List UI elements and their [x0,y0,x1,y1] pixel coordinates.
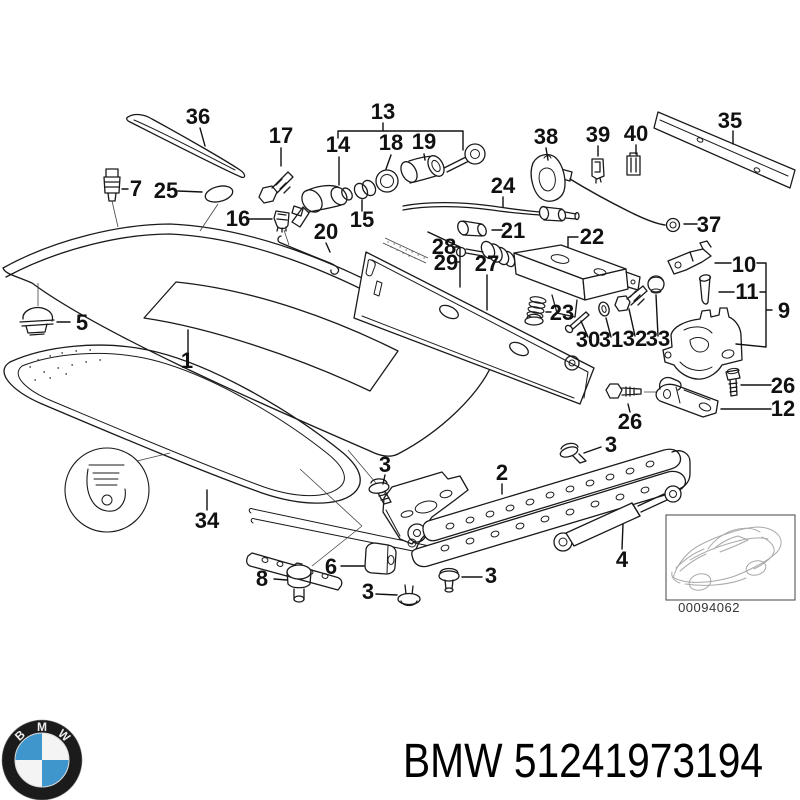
washer-31 [598,301,610,317]
callout-18: 18 [379,130,403,155]
bolt-32 [614,285,648,312]
callout-17: 17 [269,123,293,148]
callout-26-right: 26 [771,373,795,398]
logo-quadrant-blue-tl [15,733,42,760]
callout-39: 39 [586,122,610,147]
callout-26-left: 26 [618,409,642,434]
callout-3-bottom-right: 3 [485,563,497,588]
buffer-6 [364,542,397,575]
seal-detail-magnifier [64,447,171,533]
spring-screw-23 [524,296,547,326]
torsion-bars [248,508,445,558]
trunk-latch-9 [662,307,743,380]
callout-28: 28 [432,234,456,259]
vehicle-inset: 00094062 [665,514,796,615]
clip-39 [591,158,605,184]
plug-21 [457,220,487,237]
grip-handle-38 [530,153,566,202]
callout-24: 24 [491,173,516,198]
callout-5: 5 [76,310,88,335]
callout-33: 33 [646,326,670,351]
part-number-title: BMW 51241973194 [403,735,763,788]
pin-30 [564,311,590,334]
bolt-26-right [725,367,741,397]
bracket-10 [667,240,712,275]
clip-40 [626,152,641,176]
callout-27: 27 [475,251,499,276]
trunk-seal [3,344,361,504]
callout-32: 32 [623,326,647,351]
central-lock-actuator-22 [455,240,641,318]
logo-quadrant-blue-br [42,760,69,787]
trunk-lid-panel [2,223,495,457]
trim-strip-36 [126,113,246,179]
callout-7: 7 [130,176,142,201]
mount-lines [37,200,290,306]
callout-38: 38 [534,124,558,149]
lock-rod-20 [277,235,340,275]
callout-21: 21 [501,218,525,243]
callout-23: 23 [550,300,574,325]
bolt-17 [258,171,294,204]
callout-1: 1 [181,348,193,373]
callout-8: 8 [256,566,268,591]
lock-cylinder-group [291,143,486,228]
gas-strut-4 [553,485,682,552]
screw-3-upper-right [559,442,587,464]
logo-letter-m: M [37,720,47,734]
pin-11 [698,274,712,305]
callout-11: 11 [735,279,758,304]
callout-3-bottom-left: 3 [362,579,374,604]
callouts: 36 17 13 14 18 19 38 39 40 35 7 25 16 15… [76,99,795,604]
callout-36: 36 [186,104,210,129]
inset-frame [665,514,796,601]
callout-30: 30 [576,327,600,352]
callout-13: 13 [371,99,395,124]
callout-4: 4 [616,547,629,572]
callout-20: 20 [314,219,338,244]
callout-37: 37 [697,212,721,237]
callout-29: 29 [434,250,458,275]
bowden-cable-37 [558,168,681,233]
callout-16: 16 [226,206,250,231]
grommet-25 [204,185,234,203]
callout-15: 15 [350,207,374,232]
license-light-bar-35 [653,111,796,189]
buffer-8 [286,562,312,603]
callout-19: 19 [412,129,436,154]
callout-40: 40 [624,121,648,146]
plug-5 [19,306,55,336]
callout-34: 34 [195,508,220,533]
inset-image-code: 00094062 [678,600,740,615]
callout-22: 22 [580,224,604,249]
buffer-plug-7 [103,168,121,202]
callout-35: 35 [718,108,742,133]
bmw-logo: B M W [1,719,83,800]
screw-3-top [368,478,392,505]
callout-25: 25 [154,178,178,203]
callout-3-upper: 3 [605,432,617,457]
screw-3-right [438,567,460,593]
striker-12 [655,376,719,418]
clip-16 [273,210,290,233]
callout-10: 10 [732,252,756,277]
callout-3-mid: 3 [379,452,391,477]
leader-lines [56,122,773,596]
callout-9: 9 [778,298,790,323]
callout-6: 6 [325,554,337,579]
seal-pad-strip [382,237,429,264]
screw-3-bottom [397,584,421,607]
release-rod-24 [402,201,580,222]
bolt-26-left [605,383,657,399]
callout-2: 2 [496,460,508,485]
callout-12: 12 [771,396,795,421]
cap-nut-33 [647,275,665,294]
car-outline-icon [671,526,782,591]
callout-14: 14 [326,132,351,157]
callout-31: 31 [599,327,623,352]
license-filler-panel [353,251,595,405]
